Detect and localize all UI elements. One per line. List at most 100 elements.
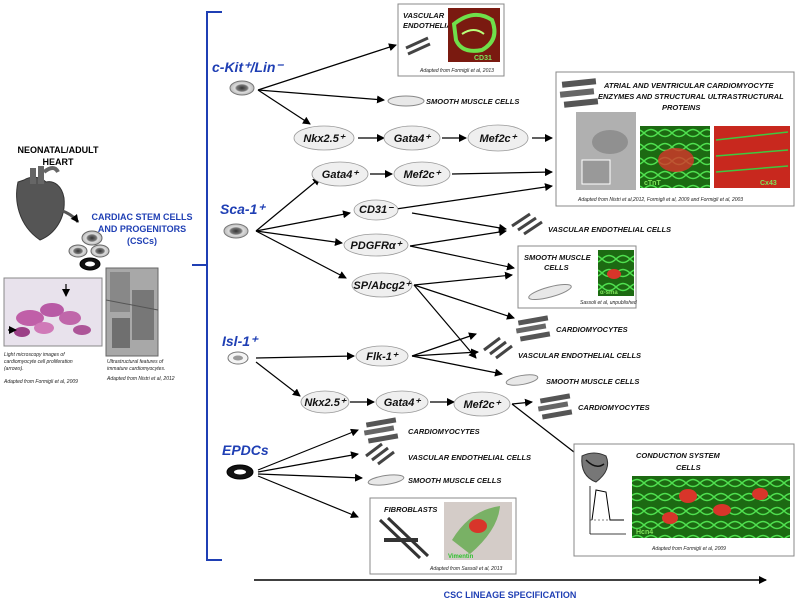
cardiomyocyte-icon — [515, 315, 551, 342]
asma-label: α-sma — [600, 290, 618, 296]
smc-box-label2: CELLS — [544, 263, 569, 272]
cx43-label: Cx43 — [760, 180, 777, 187]
atrial-label-1: ATRIAL AND VENTRICULAR CARDIOMYOCYTE — [603, 81, 774, 90]
cm-label-2: CARDIOMYOCYTES — [578, 403, 650, 412]
light-caption-line2: cardiomyocyte cell proliferation — [4, 359, 73, 365]
heart-to-csc-arrow — [59, 208, 80, 223]
ultra-caption-line1: Ultrastructural features of — [107, 359, 164, 365]
fibroblasts-label: FIBROBLASTS — [384, 505, 437, 514]
smc-box-caption: Sassoli et al, unpublished — [580, 300, 637, 306]
endothelial-cell-icon — [405, 36, 431, 56]
node-gata4-isl1: Gata4⁺ — [384, 397, 422, 409]
smooth-muscle-box: SMOOTH MUSCLE CELLS α-sma Sassoli et al,… — [517, 245, 637, 309]
vec-output-3: VASCULAR ENDOTHELIAL CELLS — [365, 442, 531, 466]
ultra-caption-line3: Adapted from Nistri et al, 2012 — [106, 376, 175, 382]
cm-label-1: CARDIOMYOCYTES — [556, 325, 628, 334]
csc-title-line2: AND PROGENITORS — [98, 224, 186, 234]
cardiomyocyte-icon — [363, 417, 399, 444]
node-gata4-sca1: Gata4⁺ — [322, 169, 360, 181]
heart-icon — [16, 166, 65, 241]
conduction-caption: Adapted from Formigli et al, 2009 — [651, 546, 726, 552]
smc-box-label1: SMOOTH MUSCLE — [524, 253, 592, 262]
group-label-isl1: Isl-1⁺ — [222, 333, 259, 349]
fibroblasts-box: FIBROBLASTS Vimentin Adapted from Sassol… — [369, 497, 517, 575]
smooth-muscle-icon — [367, 474, 405, 486]
conduction-label-1: CONDUCTION SYSTEM — [636, 451, 721, 460]
vasc-box-label1: VASCULAR — [403, 11, 445, 20]
smc-output-2: SMOOTH MUSCLE CELLS — [505, 374, 639, 386]
node-flk1: Flk-1⁺ — [366, 351, 399, 363]
node-nkx25-isl1: Nkx2.5⁺ — [304, 397, 346, 409]
vasc-box-caption: Adapted from Formigli et al, 2013 — [419, 68, 494, 74]
atrial-cardiomyocyte-box: ATRIAL AND VENTRICULAR CARDIOMYOCYTE ENZ… — [555, 71, 795, 207]
fibroblast-icon — [378, 516, 430, 560]
vimentin-label: Vimentin — [448, 554, 474, 560]
axis-label: CSC LINEAGE SPECIFICATION — [444, 590, 577, 600]
cardiomyocyte-icon — [537, 393, 573, 420]
vasc-box-label2: ENDOTHELIAL CELLS — [403, 21, 483, 30]
hcn4-micrograph — [632, 476, 790, 538]
endothelial-cell-icon — [483, 336, 513, 360]
group-label-epdcs: EPDCs — [222, 442, 269, 458]
hcn4-label: Hcn4 — [636, 529, 653, 536]
ctnt-label: cTnT — [644, 180, 661, 187]
atrial-caption: Adapted from Nistri et al,2012, Formigli… — [577, 197, 743, 203]
light-caption-line4: Adapted from Formigli et al, 2009 — [3, 379, 78, 385]
light-caption-line3: (arrows). — [4, 366, 24, 372]
group-ckit: c-Kit⁺/Lin⁻ — [212, 59, 284, 96]
vec-label-3: VASCULAR ENDOTHELIAL CELLS — [408, 453, 531, 462]
light-microscopy-image — [3, 277, 103, 347]
heart-title-line1: NEONATAL/ADULT — [18, 145, 99, 155]
smooth-muscle-icon — [387, 95, 425, 107]
cardiomyocyte-icon — [559, 78, 599, 108]
conduction-label-2: CELLS — [676, 463, 701, 472]
csc-title-line3: (CSCs) — [127, 236, 157, 246]
vec-output-1: VASCULAR ENDOTHELIAL CELLS — [511, 212, 671, 236]
cm-output-2: CARDIOMYOCYTES — [537, 393, 650, 420]
smooth-muscle-icon — [528, 284, 572, 300]
csc-cell-cluster-icon — [68, 230, 110, 271]
group-epdcs: EPDCs — [222, 442, 269, 480]
cd31-label: CD31 — [474, 55, 492, 62]
smc-label-3: SMOOTH MUSCLE CELLS — [408, 476, 501, 485]
group-label-ckit: c-Kit⁺/Lin⁻ — [212, 59, 284, 75]
lineage-bracket — [206, 11, 222, 561]
ckit-cell-icon — [229, 80, 255, 96]
node-cd31: CD31⁻ — [359, 204, 394, 216]
ultra-caption-line2: immature cardiomyocytes. — [107, 366, 165, 372]
atrial-label-2: ENZYMES AND STRUCTURAL ULTRASTRUCTURAL — [598, 92, 784, 101]
endothelial-cell-icon — [365, 442, 395, 466]
node-mef2c-isl1: Mef2c⁺ — [464, 399, 502, 411]
node-mef2c-ckit: Mef2c⁺ — [480, 133, 518, 145]
group-isl1: Isl-1⁺ — [222, 333, 259, 365]
node-mef2c-sca1: Mef2c⁺ — [404, 169, 442, 181]
smc-label-1: SMOOTH MUSCLE CELLS — [426, 97, 519, 106]
heart-title-line2: HEART — [43, 157, 75, 167]
smc-output-3: SMOOTH MUSCLE CELLS — [367, 474, 501, 486]
smc-output-1: SMOOTH MUSCLE CELLS — [387, 95, 519, 107]
node-sp-abcg2: SP/Abcg2⁺ — [353, 280, 411, 292]
csc-title-line1: CARDIAC STEM CELLS — [92, 212, 193, 222]
action-potential-plot — [589, 486, 626, 535]
group-sca1: Sca-1⁺ — [220, 201, 266, 239]
lineage-nodes: Nkx2.5⁺ Gata4⁺ Mef2c⁺ Gata4⁺ Mef2c⁺ CD31… — [293, 124, 529, 417]
conduction-system-box: CONDUCTION SYSTEM CELLS Hcn4 Adapted fro… — [573, 443, 795, 557]
node-pdgfra: PDGFRα⁺ — [350, 240, 402, 252]
vec-label-2: VASCULAR ENDOTHELIAL CELLS — [518, 351, 641, 360]
fib-caption: Adapted from Sassoli et al, 2013 — [429, 566, 502, 572]
vascular-endothelial-box: VASCULAR ENDOTHELIAL CELLS CD31 Adapted … — [397, 3, 505, 77]
smooth-muscle-icon — [505, 374, 539, 386]
ultrastructure-image — [105, 267, 159, 357]
heart-section: NEONATAL/ADULT HEART CARDIAC STEM CELLS … — [3, 145, 193, 385]
light-caption-line1: Light microscopy images of — [4, 352, 65, 358]
endothelial-cell-icon — [511, 212, 543, 236]
smc-label-2: SMOOTH MUSCLE CELLS — [546, 377, 639, 386]
cm-output-3: CARDIOMYOCYTES — [363, 417, 480, 444]
vec-label-1: VASCULAR ENDOTHELIAL CELLS — [548, 225, 671, 234]
atrial-label-3: PROTEINS — [662, 103, 700, 112]
cm-label-3: CARDIOMYOCYTES — [408, 427, 480, 436]
lineage-arrows — [255, 43, 593, 519]
node-gata4-ckit: Gata4⁺ — [394, 133, 432, 145]
node-nkx25-ckit: Nkx2.5⁺ — [303, 133, 345, 145]
